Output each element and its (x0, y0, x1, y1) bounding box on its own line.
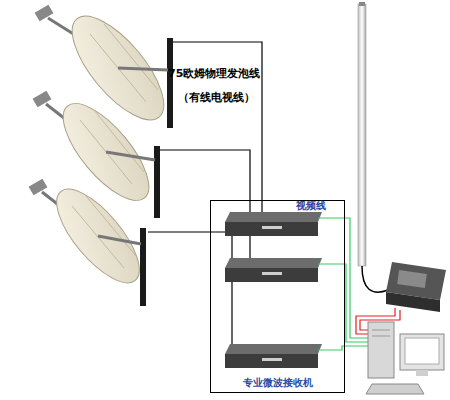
monitor-screen (405, 338, 439, 364)
lnb-feed (29, 179, 48, 196)
device-panel (397, 270, 427, 288)
front-badge (262, 358, 282, 361)
mesh-line (94, 110, 144, 172)
monitor (400, 334, 444, 370)
front-badge (262, 272, 282, 275)
wireless-device (386, 262, 446, 312)
mesh-line (104, 24, 158, 90)
device-front (386, 292, 440, 312)
coax-cable (148, 232, 232, 346)
video-cable (318, 346, 368, 350)
receiver-unit (225, 344, 322, 368)
receiver-front (225, 222, 318, 236)
receiver-top (225, 344, 322, 354)
drive-bay (372, 330, 390, 331)
drive-bay (372, 336, 390, 337)
mount-arm (106, 152, 155, 160)
coax-cable (160, 150, 250, 260)
receiver-top (225, 212, 322, 222)
mount-arm (118, 68, 168, 70)
receiver-top (225, 258, 322, 268)
receiver-unit (225, 258, 322, 282)
omni-antenna (358, 4, 366, 266)
front-badge (262, 226, 282, 229)
annotation-label: （有线电视线） (178, 90, 255, 105)
lnb-feed (33, 91, 52, 108)
dish-antenna (35, 2, 179, 133)
mast-pole (167, 38, 173, 128)
keyboard (366, 384, 424, 394)
annotation-label: 75欧姆物理发泡线 (168, 66, 260, 81)
mast-pole (140, 228, 146, 306)
mast-pole (154, 146, 160, 218)
mount-arm (98, 236, 141, 244)
monitor-stand (416, 370, 428, 376)
lnb-feed (35, 5, 54, 22)
box-label: 专业微波接收机 (243, 376, 313, 390)
group-box: 专业微波接收机 (210, 200, 345, 393)
dish-reflector (43, 177, 153, 295)
antenna-cap (359, 2, 365, 6)
mesh-line (86, 196, 136, 256)
antenna-cable (362, 266, 388, 292)
computer-tower (368, 322, 394, 378)
receiver-front (225, 268, 318, 282)
receiver-front (225, 354, 318, 368)
annotation-label: 视频线 (296, 199, 326, 213)
receiver-unit (225, 212, 322, 236)
dish-antenna (29, 177, 153, 306)
